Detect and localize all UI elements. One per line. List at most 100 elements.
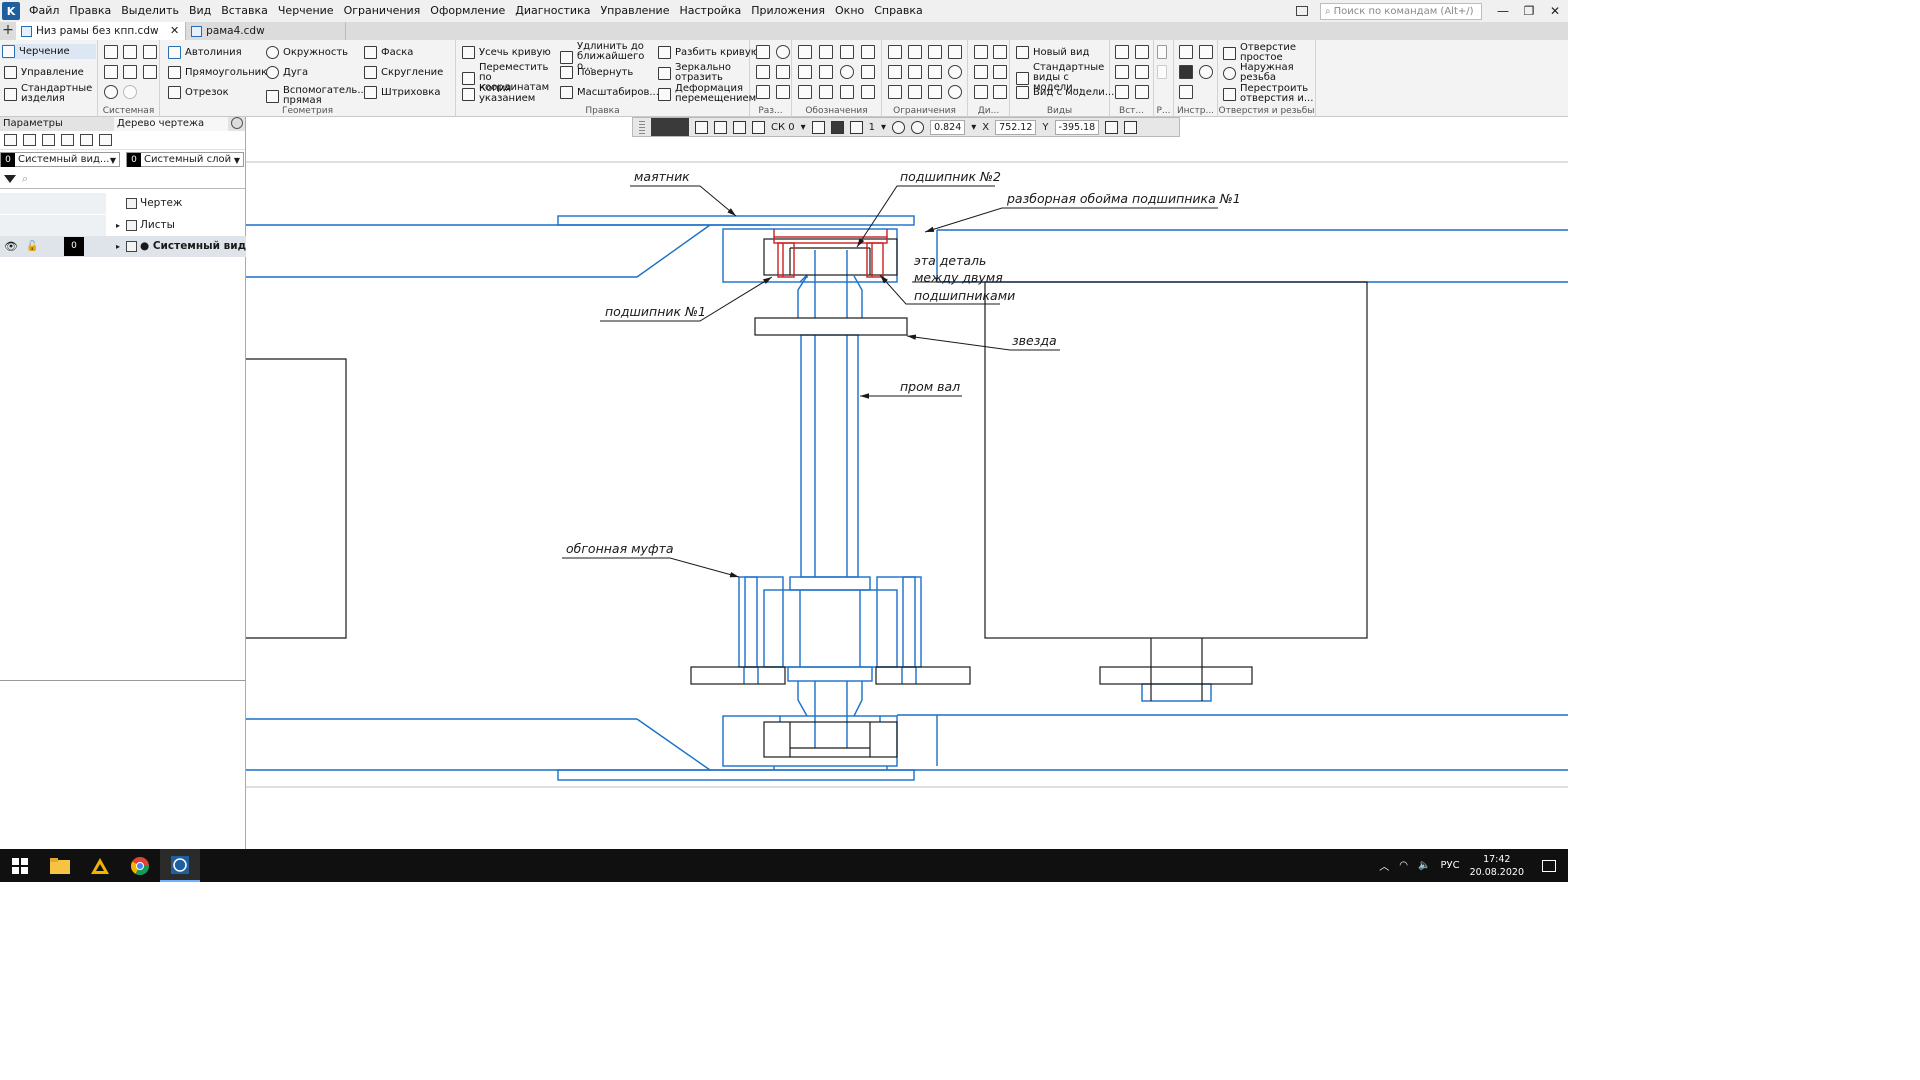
menu-format[interactable]: Оформление — [430, 4, 506, 17]
rebuild-holes-button[interactable]: Перестроить отверстия и... — [1223, 84, 1315, 104]
mode-standard-parts[interactable]: Стандартные изделия — [4, 84, 94, 104]
measure-icon[interactable] — [1199, 45, 1213, 59]
ortho-icon[interactable] — [695, 120, 708, 134]
base-icon[interactable] — [840, 45, 854, 59]
split-button[interactable]: Разбить кривую — [658, 46, 759, 59]
variables-icon[interactable] — [993, 85, 1007, 99]
copy-button[interactable]: Копия указанием — [462, 84, 558, 104]
x-coordinate[interactable]: 752.12 — [995, 119, 1037, 135]
gear-icon[interactable] — [231, 117, 243, 129]
tool-icon[interactable] — [1179, 45, 1193, 59]
insert-macro-icon[interactable] — [1135, 85, 1149, 99]
clock[interactable]: 17:42 20.08.2020 — [1470, 853, 1524, 879]
undo-icon[interactable] — [104, 85, 118, 99]
zoom-window-icon[interactable] — [892, 120, 906, 134]
check-icon[interactable] — [974, 45, 988, 59]
arc-button[interactable]: Дуга — [266, 66, 308, 79]
calculator-icon[interactable] — [1105, 120, 1119, 134]
fillet-button[interactable]: Скругление — [364, 66, 443, 79]
mirror-button[interactable]: Зеркально отразить — [658, 63, 748, 83]
search-icon[interactable]: ⌕ — [22, 172, 29, 185]
dof-icon[interactable] — [974, 65, 988, 79]
section-icon[interactable] — [861, 65, 875, 79]
tab-niz-ramy[interactable]: Низ рамы без кпп.cdw ✕ — [16, 22, 187, 40]
tree-item-sheets[interactable]: ▸ Листы — [0, 215, 246, 236]
insert-image-icon[interactable] — [1115, 65, 1129, 79]
tangent-icon[interactable] — [948, 45, 962, 59]
doc-icon[interactable] — [1157, 65, 1167, 79]
fix-icon[interactable] — [888, 45, 902, 59]
thread-button[interactable]: Наружная резьба — [1223, 63, 1315, 83]
perpendicular-icon[interactable] — [928, 45, 942, 59]
arrow-icon[interactable] — [861, 85, 875, 99]
scale-button[interactable]: Масштабиров... — [560, 86, 659, 99]
angle-dim-icon[interactable] — [756, 85, 770, 99]
snap-local-icon[interactable] — [714, 120, 727, 134]
move-button[interactable]: Переместить по координатам — [462, 63, 558, 93]
menu-apps[interactable]: Приложения — [751, 4, 826, 17]
tab-parameters[interactable]: Параметры — [3, 118, 63, 129]
parallel-icon[interactable] — [908, 45, 922, 59]
collinear-icon[interactable] — [888, 65, 902, 79]
insert-fragment-icon[interactable] — [1135, 45, 1149, 59]
show-constraints-icon[interactable] — [993, 45, 1007, 59]
simple-hole-button[interactable]: Отверстие простое — [1223, 43, 1315, 63]
center-mark-icon[interactable] — [840, 65, 854, 79]
notifications-icon[interactable] — [1542, 859, 1556, 872]
rotate-button[interactable]: Повернуть — [560, 66, 633, 79]
concentric-icon[interactable] — [948, 65, 962, 79]
chain-dim-icon[interactable] — [776, 85, 790, 99]
menu-view[interactable]: Вид — [188, 4, 212, 17]
coincident-icon[interactable] — [948, 85, 962, 99]
snap-active-icon[interactable] — [830, 120, 844, 134]
open-icon[interactable] — [123, 45, 137, 59]
dimension-icon[interactable] — [756, 45, 770, 59]
tab-rama4[interactable]: рама4.cdw — [186, 22, 347, 40]
tree-item-system-view[interactable]: 👁 🔓 0 ▸ ● Системный вид (1:1 — [0, 236, 273, 257]
tab-drawing-tree[interactable]: Дерево чертежа — [114, 117, 228, 131]
tree-layers-icon[interactable] — [23, 134, 36, 146]
eye-icon[interactable]: 👁 — [4, 240, 18, 253]
insert-view-icon[interactable] — [1115, 45, 1129, 59]
new-tab-button[interactable]: + — [2, 22, 14, 38]
menu-insert[interactable]: Вставка — [221, 4, 268, 17]
zoom-icon[interactable] — [911, 120, 925, 134]
fill-icon[interactable] — [1179, 65, 1193, 79]
stamp-icon[interactable] — [1179, 85, 1193, 99]
layer-select[interactable]: 0 Системный слой ▼ — [126, 152, 244, 167]
chevron-down-icon[interactable]: ▾ — [800, 121, 806, 133]
print-icon[interactable] — [104, 65, 118, 79]
standard-views-button[interactable]: Стандартные виды с модели... — [1016, 63, 1110, 93]
tree-view-icon[interactable] — [4, 134, 17, 146]
close-tab-icon[interactable]: ✕ — [169, 24, 180, 37]
filter-icon[interactable] — [4, 175, 16, 183]
insert-object-icon[interactable] — [1135, 65, 1149, 79]
relations-icon[interactable] — [993, 65, 1007, 79]
horizontal-icon[interactable] — [888, 85, 902, 99]
parametrize-icon[interactable] — [974, 85, 988, 99]
chrome-icon[interactable] — [120, 849, 160, 882]
new-view-button[interactable]: Новый вид — [1016, 46, 1089, 59]
polyline-icon[interactable] — [811, 120, 825, 134]
save-as-icon[interactable] — [143, 65, 157, 79]
segment-button[interactable]: Отрезок — [168, 86, 229, 99]
cs-select[interactable]: СК 0 — [771, 121, 795, 133]
table-icon[interactable] — [819, 85, 833, 99]
trim-button[interactable]: Усечь кривую — [462, 46, 551, 59]
diameter-icon[interactable] — [776, 45, 790, 59]
text-a-icon[interactable] — [798, 65, 812, 79]
language-indicator[interactable]: РУС — [1440, 860, 1460, 871]
redo-icon[interactable] — [123, 85, 137, 99]
rectangle-button[interactable]: Прямоугольник — [168, 66, 267, 79]
menu-settings[interactable]: Настройка — [679, 4, 742, 17]
text-icon[interactable] — [798, 85, 812, 99]
angle-constraint-icon[interactable] — [908, 65, 922, 79]
autoline-button[interactable]: Автолиния — [168, 46, 242, 59]
file-explorer-icon[interactable] — [40, 849, 80, 882]
chevron-down-icon[interactable]: ▾ — [971, 121, 977, 133]
menu-help[interactable]: Справка — [874, 4, 923, 17]
app-triangle-icon[interactable] — [80, 849, 120, 882]
text-style-icon[interactable] — [819, 65, 833, 79]
tree-item-drawing[interactable]: Чертеж — [0, 193, 246, 214]
equal-icon[interactable] — [908, 85, 922, 99]
